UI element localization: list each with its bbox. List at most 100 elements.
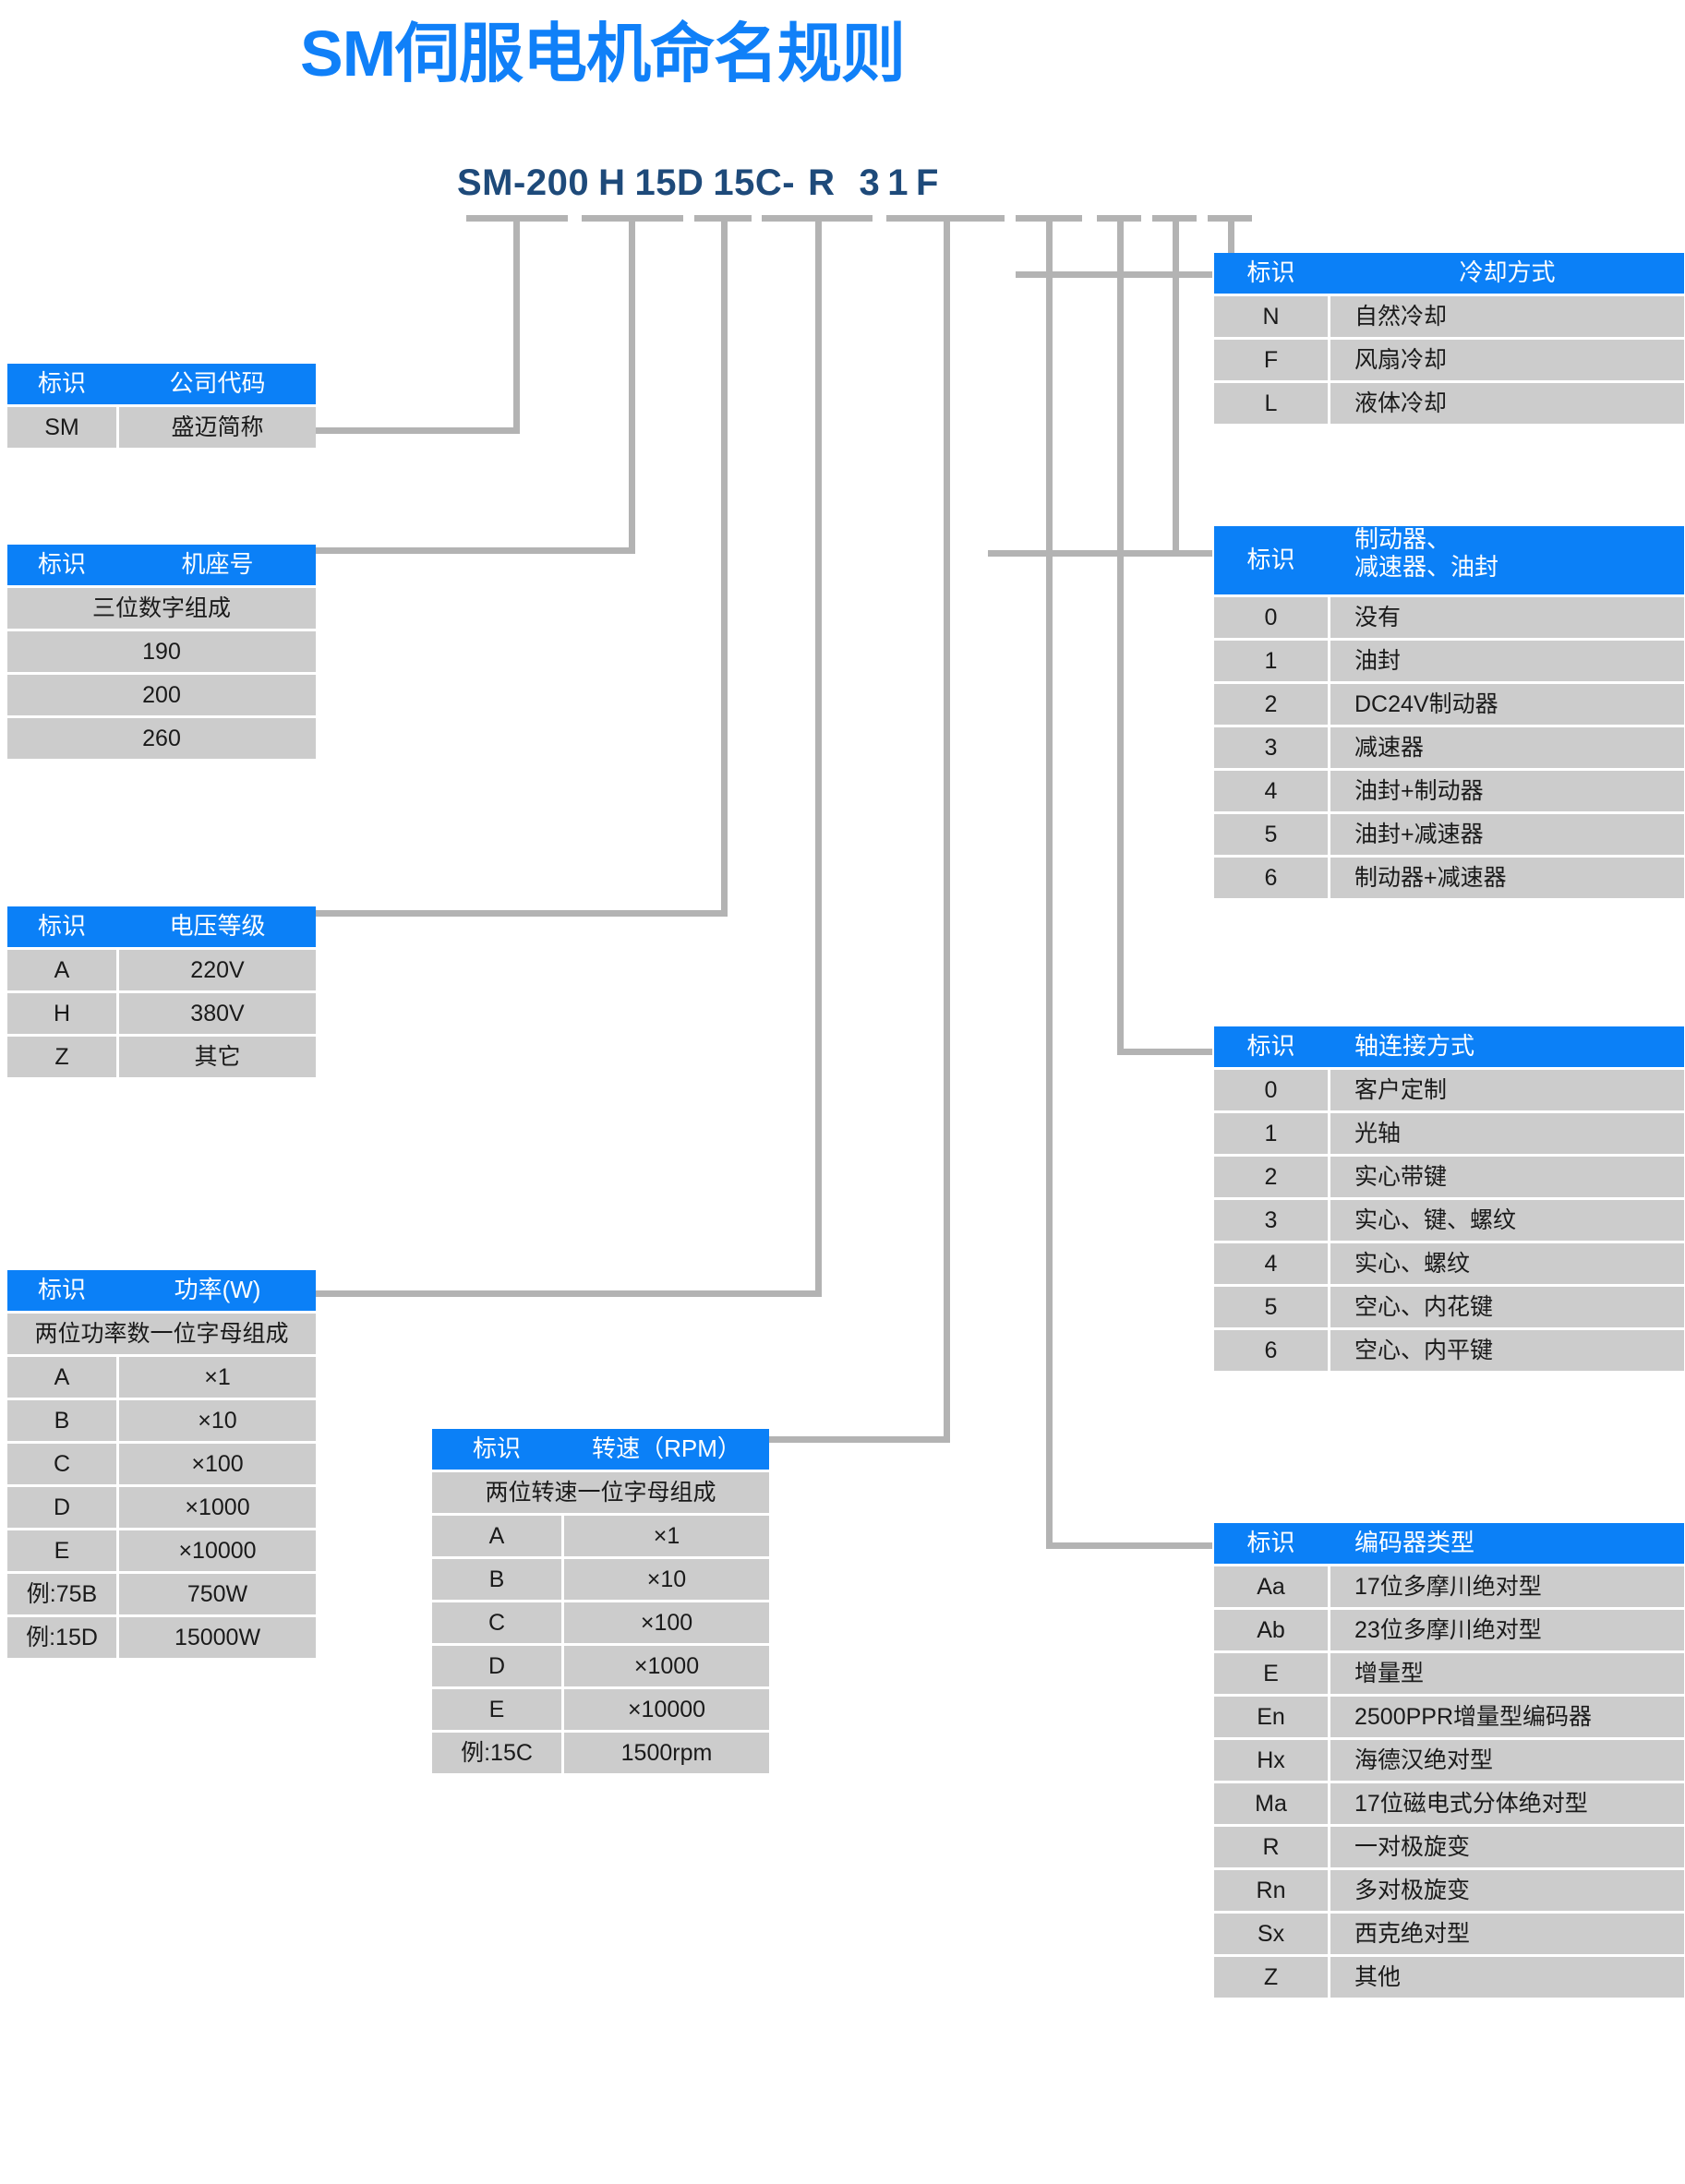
cell-mark: En — [1214, 1697, 1328, 1737]
model-code-segment-sm: SM- — [457, 162, 526, 203]
connector-drop-power — [815, 215, 822, 1297]
cell-desc: 一对极旋变 — [1330, 1827, 1684, 1867]
table-frame-number: 标识 机座号 三位数字组成 190 200 260 — [7, 545, 316, 762]
table-row: En 2500PPR增量型编码器 — [1214, 1697, 1684, 1737]
header-desc: 功率(W) — [119, 1270, 316, 1311]
header-desc: 机座号 — [119, 545, 316, 585]
cell-mark: Rn — [1214, 1870, 1328, 1911]
table-row: 例:15D 15000W — [7, 1617, 316, 1658]
cell-mark: R — [1214, 1827, 1328, 1867]
table-row: Ma 17位磁电式分体绝对型 — [1214, 1783, 1684, 1824]
cell-mark: Z — [1214, 1957, 1328, 1998]
cell-desc: 没有 — [1330, 597, 1684, 638]
cell-desc: 2500PPR增量型编码器 — [1330, 1697, 1684, 1737]
cell-desc: DC24V制动器 — [1330, 684, 1684, 725]
cell-mark: 1 — [1214, 1113, 1328, 1154]
cell-desc: 西克绝对型 — [1330, 1914, 1684, 1954]
cell-desc: 风扇冷却 — [1330, 340, 1684, 380]
cell-desc: 海德汉绝对型 — [1330, 1740, 1684, 1781]
cell-mark: A — [7, 1357, 116, 1398]
table-row: 4 油封+制动器 — [1214, 771, 1684, 811]
table-power: 标识 功率(W) 两位功率数一位字母组成 A ×1 B ×10 C ×100 D… — [7, 1270, 316, 1661]
table-row: B ×10 — [7, 1400, 316, 1441]
connector-elbow-frame — [255, 547, 635, 554]
table-row: Aa 17位多摩川绝对型 — [1214, 1566, 1684, 1607]
cell-desc: 750W — [119, 1574, 316, 1614]
cell-mark: 6 — [1214, 1330, 1328, 1371]
cell-mark: 4 — [1214, 771, 1328, 811]
table-row: A ×1 — [7, 1357, 316, 1398]
header-desc: 冷却方式 — [1330, 253, 1684, 294]
cell-mark: Sx — [1214, 1914, 1328, 1954]
table-row: Z 其它 — [7, 1037, 316, 1077]
table-row: C ×100 — [7, 1444, 316, 1484]
cell-mark: A — [7, 950, 116, 990]
cell-mark: Ab — [1214, 1610, 1328, 1650]
cell-desc: 制动器+减速器 — [1330, 858, 1684, 898]
cell-span: 190 — [7, 631, 316, 672]
table-row: C ×100 — [432, 1602, 769, 1643]
connector-elbow-sm — [255, 427, 520, 434]
cell-desc: 其他 — [1330, 1957, 1684, 1998]
cell-desc: ×100 — [119, 1444, 316, 1484]
header-mark: 标识 — [1214, 253, 1328, 294]
cell-desc: 23位多摩川绝对型 — [1330, 1610, 1684, 1650]
table-row: F 风扇冷却 — [1214, 340, 1684, 380]
cell-mark: SM — [7, 407, 116, 448]
table-company-code: 标识 公司代码 SM 盛迈简称 — [7, 364, 316, 450]
cell-mark: 例:15C — [432, 1733, 561, 1773]
cell-desc: ×100 — [564, 1602, 769, 1643]
model-code-segment-shaft: 3 — [859, 162, 881, 203]
cell-mark: A — [432, 1516, 561, 1556]
connector-drop-dash — [1046, 215, 1053, 1549]
table-row: E ×10000 — [7, 1530, 316, 1571]
connector-elbow-power — [255, 1290, 822, 1297]
cell-mark: B — [432, 1559, 561, 1600]
table-row: Rn 多对极旋变 — [1214, 1870, 1684, 1911]
table-header-row: 标识 电压等级 — [7, 906, 316, 947]
cell-mark: 5 — [1214, 1287, 1328, 1327]
cell-mark: 5 — [1214, 814, 1328, 855]
cell-desc: 油封 — [1330, 641, 1684, 681]
connector-drop-shaft — [1173, 215, 1179, 557]
table-cooling-method: 标识 冷却方式 N 自然冷却 F 风扇冷却 L 液体冷却 — [1214, 253, 1684, 426]
cell-desc: 油封+减速器 — [1330, 814, 1684, 855]
model-code-segment-brake: 1 — [887, 162, 909, 203]
model-code-segment-power: 15D — [634, 162, 704, 203]
connector-drop-encoder — [1117, 215, 1124, 1055]
table-row: N 自然冷却 — [1214, 296, 1684, 337]
cell-desc: 实心带键 — [1330, 1157, 1684, 1197]
header-mark: 标识 — [1214, 1026, 1328, 1067]
model-code-segment-dash: - — [782, 162, 796, 203]
table-row: E 增量型 — [1214, 1653, 1684, 1694]
cell-mark: 2 — [1214, 1157, 1328, 1197]
table-row: E ×10000 — [432, 1689, 769, 1730]
cell-mark: E — [1214, 1653, 1328, 1694]
table-voltage-class: 标识 电压等级 A 220V H 380V Z 其它 — [7, 906, 316, 1080]
table-header-row: 标识 冷却方式 — [1214, 253, 1684, 294]
cell-mark: E — [7, 1530, 116, 1571]
header-desc-line1: 制动器、 — [1354, 525, 1451, 553]
table-row: 3 减速器 — [1214, 727, 1684, 768]
cell-mark: B — [7, 1400, 116, 1441]
table-row: 2 实心带键 — [1214, 1157, 1684, 1197]
cell-mark: L — [1214, 383, 1328, 424]
cell-span-note: 两位功率数一位字母组成 — [7, 1314, 316, 1354]
cell-mark: F — [1214, 340, 1328, 380]
cell-desc: 220V — [119, 950, 316, 990]
header-mark: 标识 — [1214, 1523, 1328, 1564]
table-row: 5 油封+减速器 — [1214, 814, 1684, 855]
cell-mark: 例:75B — [7, 1574, 116, 1614]
cell-desc: 17位多摩川绝对型 — [1330, 1566, 1684, 1607]
cell-desc: 增量型 — [1330, 1653, 1684, 1694]
table-row: 0 没有 — [1214, 597, 1684, 638]
cell-mark: Aa — [1214, 1566, 1328, 1607]
table-row: 2 DC24V制动器 — [1214, 684, 1684, 725]
cell-desc: 油封+制动器 — [1330, 771, 1684, 811]
cell-desc: 380V — [119, 993, 316, 1034]
cell-mark: N — [1214, 296, 1328, 337]
cell-mark: 6 — [1214, 858, 1328, 898]
header-mark: 标识 — [7, 545, 116, 585]
table-header-row: 标识 编码器类型 — [1214, 1523, 1684, 1564]
